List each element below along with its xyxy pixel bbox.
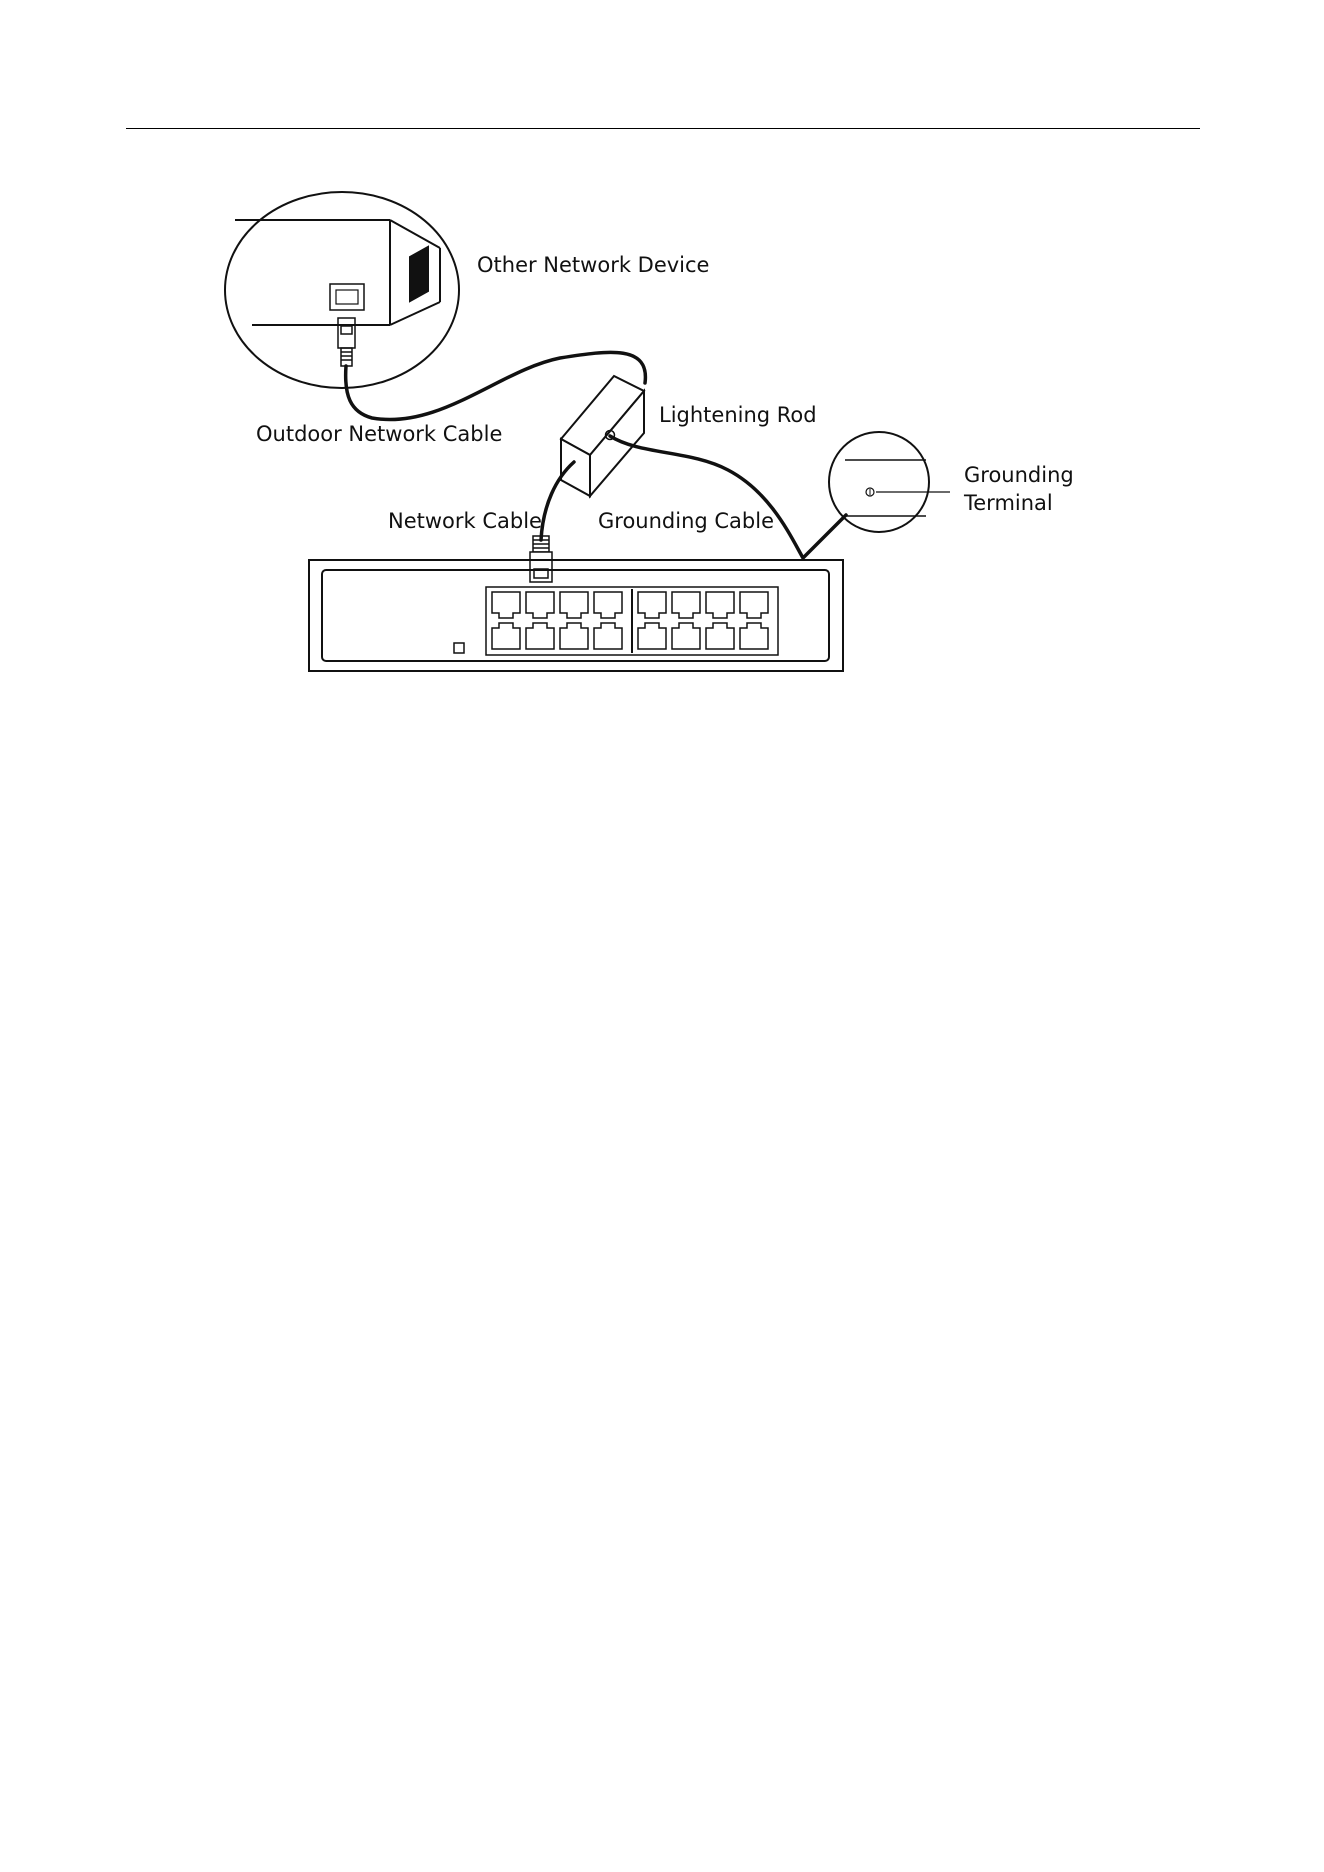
rj45-switch-port-icon [638, 592, 666, 618]
rj45-port-icon [330, 284, 364, 310]
rj45-switch-port-icon [594, 623, 622, 649]
rj45-switch-port-icon [560, 623, 588, 649]
device-panel-icon [410, 247, 428, 301]
label-grounding-terminal-2: Terminal [964, 490, 1053, 516]
rj45-switch-port-icon [492, 592, 520, 618]
rj45-switch-port-icon [740, 623, 768, 649]
rj45-switch-port-icon [492, 623, 520, 649]
network-switch [309, 560, 843, 671]
rj45-switch-port-icon [594, 592, 622, 618]
label-outdoor-network-cable: Outdoor Network Cable [256, 421, 502, 447]
rj45-switch-port-icon [672, 623, 700, 649]
other-network-device [225, 192, 459, 388]
rj45-switch-port-icon [526, 592, 554, 618]
rj45-switch-port-icon [526, 623, 554, 649]
label-grounding-cable: Grounding Cable [598, 508, 774, 534]
label-network-cable: Network Cable [388, 508, 542, 534]
switch-led-icon [454, 643, 464, 653]
grounding-cable [610, 436, 846, 558]
rj45-switch-port-icon [638, 623, 666, 649]
rj45-switch-port-icon [706, 592, 734, 618]
label-lightening-rod: Lightening Rod [659, 402, 817, 428]
rj45-switch-port-icon [560, 592, 588, 618]
rj45-switch-port-icon [740, 592, 768, 618]
switch-ports [492, 592, 768, 649]
label-grounding-terminal-1: Grounding [964, 462, 1074, 488]
label-other-network-device: Other Network Device [477, 252, 709, 278]
rj45-switch-port-icon [706, 623, 734, 649]
grounding-terminal [829, 432, 950, 532]
rj45-switch-port-icon [672, 592, 700, 618]
lightening-rod [561, 376, 644, 496]
